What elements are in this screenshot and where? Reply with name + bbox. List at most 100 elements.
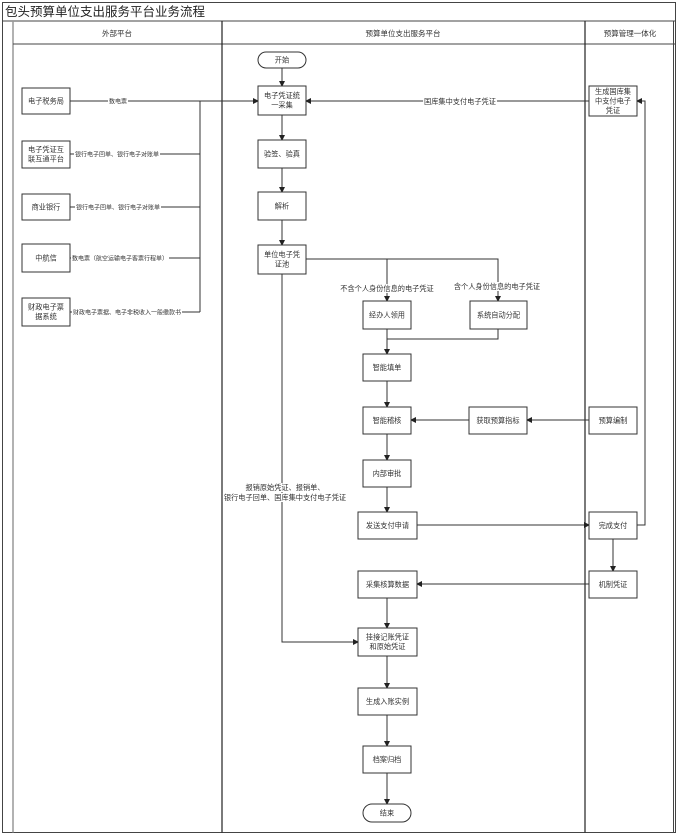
edge-done-treasury <box>636 98 646 526</box>
node-label: 档案归档 <box>373 755 402 764</box>
edge-label-bank: 银行电子回单、银行电子对账单 <box>76 204 160 212</box>
node-label: 商业银行 <box>32 202 61 211</box>
process-box <box>362 406 412 435</box>
process-box <box>257 139 307 169</box>
label-background <box>244 483 326 492</box>
node-label: 获取预算指标 <box>476 416 519 425</box>
edge-label-attach-line2: 银行电子回单、国库集中支付电子凭证 <box>224 493 346 502</box>
edge-label-with-personal: 含个人身份信息的电子凭证 <box>454 282 540 291</box>
node-send-payment: 发送支付申请 <box>357 511 418 540</box>
node-archive: 档案归档 <box>362 745 412 774</box>
node-label: 挂接记账凭证 <box>366 633 409 642</box>
node-mech-voucher: 机制凭证 <box>588 570 638 599</box>
node-claim: 经办人领用 <box>362 300 412 330</box>
node-label: 生成入账实例 <box>366 697 409 706</box>
node-label: 开始 <box>275 55 289 64</box>
node-payment-done: 完成支付 <box>588 511 638 540</box>
label-background <box>72 308 183 317</box>
process-box <box>21 297 71 327</box>
node-get-budget: 获取预算指标 <box>468 406 528 435</box>
node-smart-fill: 智能填单 <box>362 353 412 382</box>
node-verify: 验签、验真 <box>257 139 307 169</box>
node-label: 经办人领用 <box>369 310 405 319</box>
node-collect-accounting: 采集核算数据 <box>357 570 418 599</box>
process-box <box>21 243 71 273</box>
process-box <box>257 85 307 116</box>
node-tax-bureau: 电子税务局 <box>21 87 71 115</box>
process-box <box>357 627 418 657</box>
node-label: 发送支付申请 <box>366 521 409 530</box>
node-parse: 解析 <box>257 191 307 221</box>
node-label: 机制凭证 <box>599 580 628 589</box>
node-start: 开始 <box>257 51 307 69</box>
node-label: 生成国库集 <box>595 87 631 96</box>
lane-header-platform: 预算单位支出服务平台 <box>366 28 441 38</box>
node-travelsky: 中航信 <box>21 243 71 273</box>
node-end: 结束 <box>362 803 412 823</box>
node-bank: 商业银行 <box>21 193 71 221</box>
node-label: 完成支付 <box>599 521 628 530</box>
edge-label-fiscal-bill: 财政电子票据、电子非税收入一般缴款书 <box>73 309 181 317</box>
process-box <box>588 511 638 540</box>
node-label: 结束 <box>380 808 394 817</box>
edge-label-interconnect: 银行电子回单、银行电子对账单 <box>75 151 159 159</box>
node-label: 电子凭证统 <box>264 91 300 100</box>
node-label: 预算编制 <box>599 416 628 425</box>
process-box <box>362 745 412 774</box>
process-box <box>21 140 71 169</box>
node-label: 单位电子凭 <box>264 250 300 259</box>
process-box <box>469 300 528 330</box>
label-background <box>74 150 161 159</box>
terminator-shape <box>362 803 412 823</box>
node-label: 中航信 <box>35 253 57 262</box>
label-background <box>423 97 497 106</box>
node-label: 一采集 <box>271 101 293 110</box>
node-label: 财政电子票 <box>28 303 64 312</box>
label-background <box>452 282 542 291</box>
node-label: 证池 <box>275 260 289 269</box>
edge-label-attach-line1: 报销原始凭证、报销单、 <box>245 483 324 492</box>
node-label: 凭证 <box>606 106 620 115</box>
process-box <box>21 87 71 115</box>
process-box <box>257 244 307 275</box>
node-budget-prep: 预算编制 <box>588 406 638 435</box>
label-background <box>107 97 129 106</box>
terminator-shape <box>257 51 307 69</box>
node-label: 验签、验真 <box>264 149 300 158</box>
node-label: 中支付电子 <box>595 96 631 105</box>
node-label: 解析 <box>275 201 289 210</box>
label-background <box>339 284 435 293</box>
node-label: 智能稽核 <box>373 416 402 425</box>
process-box <box>362 353 412 382</box>
lane-header-external: 外部平台 <box>102 28 132 38</box>
process-box <box>257 191 307 221</box>
process-box <box>362 300 412 330</box>
node-label: 系统自动分配 <box>477 310 520 319</box>
node-label: 据系统 <box>35 312 57 321</box>
process-box <box>362 459 412 488</box>
node-internal-approval: 内部审批 <box>362 459 412 488</box>
node-label: 智能填单 <box>373 363 402 372</box>
node-smart-audit: 智能稽核 <box>362 406 412 435</box>
node-label: 电子凭证互 <box>28 145 64 154</box>
node-auto-assign: 系统自动分配 <box>469 300 528 330</box>
process-box <box>588 570 638 599</box>
label-background <box>222 493 348 502</box>
process-box <box>588 85 638 117</box>
edge-pool-auto <box>306 258 501 302</box>
process-box <box>357 687 418 716</box>
label-background <box>75 203 162 212</box>
process-box <box>357 570 418 599</box>
edge-label-travelsky: 数电票（航空运输电子客票行程单） <box>72 255 168 263</box>
process-box <box>21 193 71 221</box>
process-box <box>588 406 638 435</box>
edge-pool-attach <box>281 274 359 645</box>
